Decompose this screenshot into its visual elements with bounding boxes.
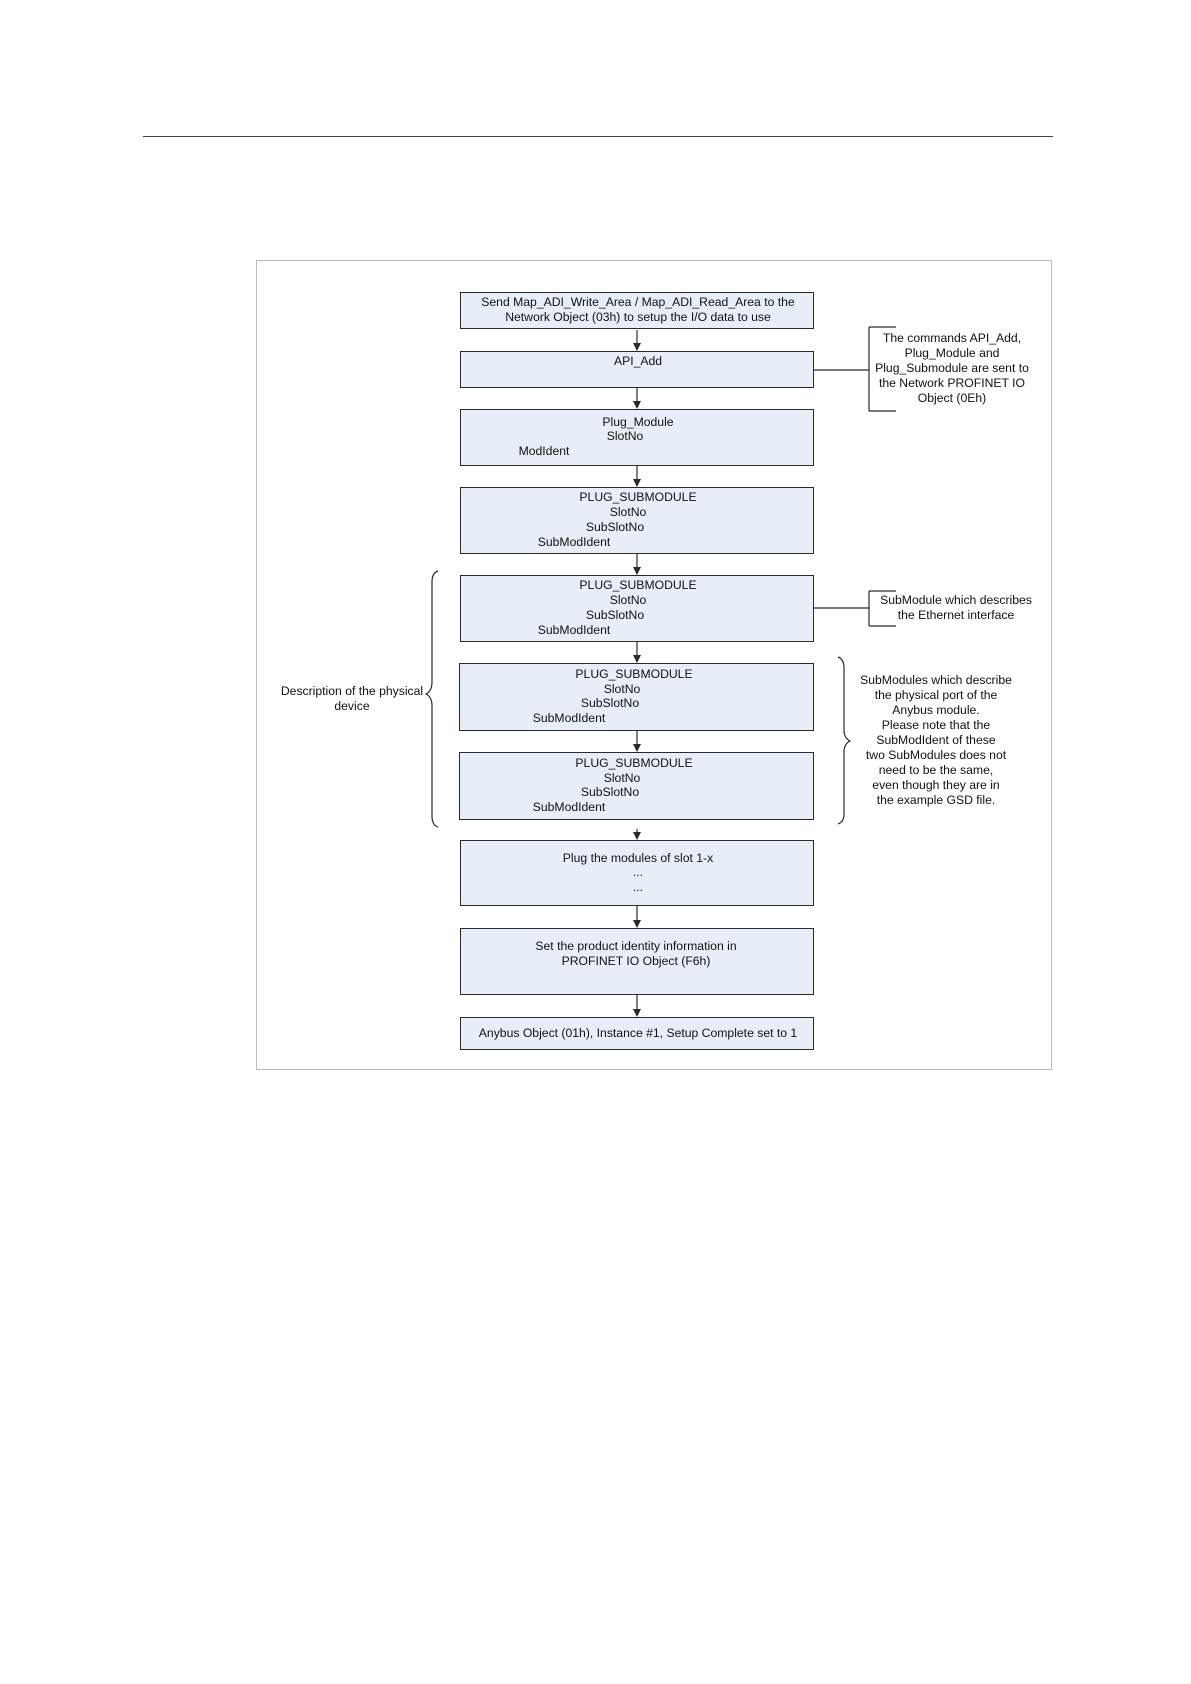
plug-submodule-box-2: PLUG_SUBMODULE SlotNo SubSlotNo SubModId… [460, 575, 814, 642]
plug-module-box: Plug_Module SlotNo ModIdent [460, 409, 814, 466]
physical-device-note-line: device [334, 699, 370, 713]
submodule-line: PLUG_SUBMODULE [575, 756, 693, 770]
plug-submodule-box-4: PLUG_SUBMODULE SlotNo SubSlotNo SubModId… [459, 752, 814, 820]
commands-note-line: the Network PROFINET IO [878, 376, 1026, 390]
physical-port-note-line: SubModules which describe [860, 673, 1012, 687]
submodule-line: PLUG_SUBMODULE [579, 578, 697, 592]
physical-port-note-line: two SubModules does not [865, 748, 1007, 762]
submodule-line: SubModIdent [532, 800, 606, 814]
product-identity-line: PROFINET IO Object (F6h) [561, 954, 711, 968]
map-adi-box: Send Map_ADI_Write_Area / Map_ADI_Read_A… [460, 292, 814, 329]
submodule-line: SlotNo [609, 505, 647, 519]
api-add-box: API_Add [460, 351, 814, 388]
physical-port-note-line: even though they are in [872, 778, 1000, 792]
submodule-line: PLUG_SUBMODULE [575, 667, 693, 681]
plug-submodule-box-1: PLUG_SUBMODULE SlotNo SubSlotNo SubModId… [460, 487, 814, 554]
physical-port-brace [837, 656, 852, 825]
submodule-line: SubSlotNo [580, 696, 640, 710]
physical-device-brace [424, 570, 439, 828]
physical-port-note-line: need to be the same, [878, 763, 994, 777]
header-rule [143, 136, 1053, 137]
plug-modules-line: ... [632, 865, 644, 879]
physical-device-note: Description of the physical device [270, 684, 434, 714]
setup-complete-box: Anybus Object (01h), Instance #1, Setup … [460, 1017, 814, 1050]
map-adi-line: Send Map_ADI_Write_Area / Map_ADI_Read_A… [481, 295, 795, 309]
map-adi-line: Network Object (03h) to setup the I/O da… [505, 310, 771, 324]
physical-port-note-line: Anybus module. [892, 703, 980, 717]
plug-module-line: SlotNo [606, 429, 644, 443]
commands-note: The commands API_Add, Plug_Module and Pl… [863, 331, 1041, 406]
commands-note-line: Plug_Submodule are sent to [875, 361, 1029, 375]
ethernet-bracket [813, 590, 896, 627]
ethernet-note-line: the Ethernet interface [897, 608, 1015, 622]
physical-port-note-line: Please note that the [881, 718, 991, 732]
plug-module-line: Plug_Module [602, 415, 674, 429]
physical-port-note-line: the physical port of the [874, 688, 998, 702]
commands-note-line: Object (0Eh) [917, 391, 987, 405]
submodule-line: SlotNo [603, 771, 641, 785]
product-identity-box: Set the product identity information in … [460, 928, 814, 995]
submodule-line: SubSlotNo [580, 785, 640, 799]
ethernet-note-line: SubModule which describes [880, 593, 1032, 607]
submodule-line: SubModIdent [537, 623, 611, 637]
setup-complete-line: Anybus Object (01h), Instance #1, Setup … [478, 1026, 798, 1040]
submodule-line: SubSlotNo [585, 520, 645, 534]
submodule-line: SubSlotNo [585, 608, 645, 622]
commands-note-line: Plug_Module and [904, 346, 1000, 360]
product-identity-line: Set the product identity information in [535, 939, 737, 953]
plug-modules-box: Plug the modules of slot 1-x ... ... [460, 840, 814, 906]
physical-port-note-line: SubModIdent of these [876, 733, 996, 747]
submodule-line: SlotNo [603, 682, 641, 696]
api-add-line: API_Add [613, 354, 663, 368]
physical-device-note-line: Description of the physical [280, 684, 424, 698]
plug-module-line: ModIdent [518, 444, 570, 458]
physical-port-note-line: the example GSD file. [876, 793, 996, 807]
plug-modules-line: ... [632, 880, 644, 894]
diagram-frame [256, 260, 1052, 1070]
submodule-line: PLUG_SUBMODULE [579, 490, 697, 504]
submodule-line: SlotNo [609, 593, 647, 607]
commands-note-line: The commands API_Add, [882, 331, 1022, 345]
submodule-line: SubModIdent [537, 535, 611, 549]
plug-submodule-box-3: PLUG_SUBMODULE SlotNo SubSlotNo SubModId… [459, 663, 814, 731]
physical-port-note: SubModules which describe the physical p… [851, 673, 1021, 808]
plug-modules-line: Plug the modules of slot 1-x [562, 851, 714, 865]
ethernet-note: SubModule which describes the Ethernet i… [866, 593, 1046, 623]
commands-bracket [813, 326, 896, 412]
submodule-line: SubModIdent [532, 711, 606, 725]
